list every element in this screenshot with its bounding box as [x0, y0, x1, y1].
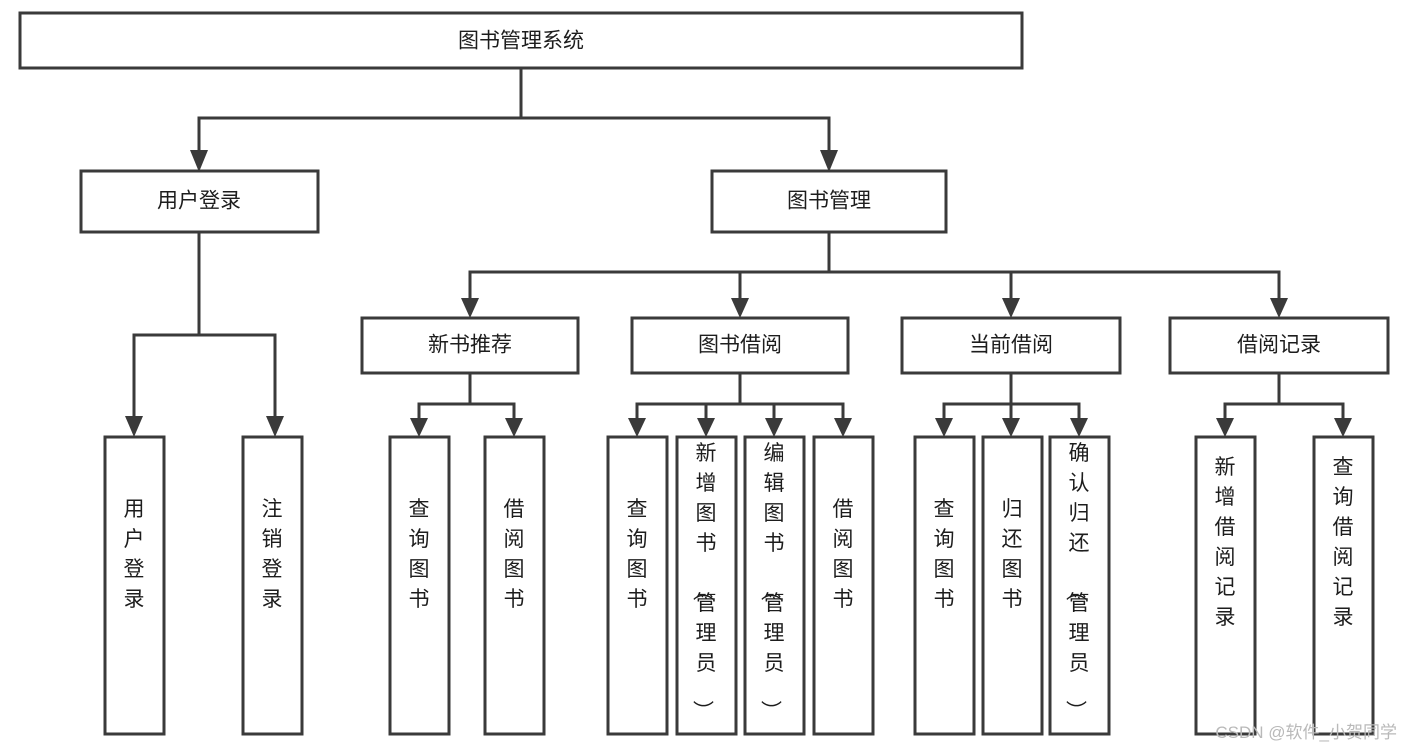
- node-book-borrow[interactable]: 图书借阅: [630, 316, 850, 375]
- node-leaf-add-record-box[interactable]: [1194, 435, 1257, 736]
- node-book-manage-box[interactable]: [710, 169, 948, 234]
- node-leaf-edit-book[interactable]: 编辑图书（管理员）: [743, 435, 806, 736]
- arrowhead-icon: [410, 418, 428, 437]
- node-user-login-box[interactable]: [79, 169, 320, 234]
- edge-userlogin-to-leaves: [132, 230, 277, 420]
- node-leaf-query-book-1-box[interactable]: [388, 435, 451, 736]
- edge-group-bookmanage-to-level3: [461, 230, 1288, 318]
- node-leaf-add-record[interactable]: 新增借阅记录: [1194, 435, 1257, 736]
- node-new-book-rec[interactable]: 新书推荐: [360, 316, 580, 375]
- node-current-borrow-label: 当前借阅: [969, 334, 1053, 357]
- node-user-login-label: 用户登录: [157, 190, 241, 213]
- arrowhead-icon: [266, 416, 284, 437]
- edge-group-root-to-level2: [190, 66, 838, 172]
- node-leaf-user-login-box[interactable]: [103, 435, 166, 736]
- node-leaf-confirm-return-label: 确认归还（管理员）: [1064, 442, 1090, 721]
- node-leaf-return-book-label: 归还图书: [1002, 498, 1023, 611]
- node-leaf-confirm-return[interactable]: 确认归还（管理员）: [1048, 435, 1111, 736]
- node-leaf-confirm-return-box[interactable]: [1048, 435, 1111, 736]
- node-leaf-add-book-label: 新增图书（管理员）: [691, 442, 717, 721]
- node-leaf-borrow-book-2[interactable]: 借阅图书: [812, 435, 875, 736]
- edge-group-userlogin-to-leaves: [125, 230, 284, 437]
- node-leaf-logout-box[interactable]: [241, 435, 304, 736]
- node-leaf-logout[interactable]: 注销登录: [241, 435, 304, 736]
- node-leaf-borrow-book-1[interactable]: 借阅图书: [483, 435, 546, 736]
- arrowhead-icon: [1270, 298, 1288, 318]
- edge-group-newbook-to-leaves: [410, 371, 523, 437]
- node-leaf-borrow-book-2-box[interactable]: [812, 435, 875, 736]
- node-leaf-edit-book-box[interactable]: [743, 435, 806, 736]
- node-leaf-query-book-3-label: 查询图书: [934, 498, 955, 611]
- node-book-manage[interactable]: 图书管理: [710, 169, 948, 234]
- arrowhead-icon: [935, 418, 953, 437]
- arrowhead-icon: [190, 150, 208, 172]
- node-root-box[interactable]: [18, 11, 1024, 70]
- node-leaf-user-login[interactable]: 用户登录: [103, 435, 166, 736]
- edge-group-bookborrow-to-leaves: [628, 371, 852, 437]
- arrowhead-icon: [1334, 418, 1352, 437]
- node-leaf-borrow-book-1-label: 借阅图书: [504, 498, 525, 611]
- node-leaf-query-book-2-box[interactable]: [606, 435, 669, 736]
- arrowhead-icon: [1216, 418, 1234, 437]
- node-leaf-query-book-1[interactable]: 查询图书: [388, 435, 451, 736]
- node-book-borrow-label: 图书借阅: [698, 334, 782, 357]
- arrowhead-icon: [765, 418, 783, 437]
- node-leaf-borrow-book-1-box[interactable]: [483, 435, 546, 736]
- edge-root-to-level2: [197, 66, 831, 154]
- node-leaf-add-book-box[interactable]: [675, 435, 738, 736]
- edge-bookmanage-to-level3: [468, 230, 1281, 302]
- node-leaf-query-record[interactable]: 查询借阅记录: [1312, 435, 1375, 736]
- node-borrow-record-box[interactable]: [1168, 316, 1390, 375]
- edge-borrowrecord-to-leaves: [1223, 371, 1345, 422]
- arrowhead-icon: [461, 298, 479, 318]
- node-leaf-borrow-book-2-label: 借阅图书: [833, 498, 854, 611]
- arrowhead-icon: [628, 418, 646, 437]
- node-user-login[interactable]: 用户登录: [79, 169, 320, 234]
- node-leaf-add-book[interactable]: 新增图书（管理员）: [675, 435, 738, 736]
- csdn-watermark: CSDN @软件_小贺同学: [1215, 723, 1397, 742]
- arrowhead-icon: [1002, 418, 1020, 437]
- arrowhead-icon: [834, 418, 852, 437]
- arrowhead-icon: [1002, 298, 1020, 318]
- node-leaf-query-book-2[interactable]: 查询图书: [606, 435, 669, 736]
- node-current-borrow[interactable]: 当前借阅: [900, 316, 1122, 375]
- node-borrow-record[interactable]: 借阅记录: [1168, 316, 1390, 375]
- node-leaf-return-book-box[interactable]: [981, 435, 1044, 736]
- node-borrow-record-label: 借阅记录: [1237, 334, 1321, 357]
- arrowhead-icon: [505, 418, 523, 437]
- node-root[interactable]: 图书管理系统: [18, 11, 1024, 70]
- node-leaf-query-book-1-label: 查询图书: [409, 498, 430, 611]
- node-leaf-user-login-label: 用户登录: [124, 498, 145, 611]
- arrowhead-icon: [1070, 418, 1088, 437]
- node-new-book-rec-label: 新书推荐: [428, 334, 512, 357]
- arrowhead-icon: [125, 416, 143, 437]
- node-leaf-query-book-3[interactable]: 查询图书: [913, 435, 976, 736]
- node-book-borrow-box[interactable]: [630, 316, 850, 375]
- node-leaf-query-book-3-box[interactable]: [913, 435, 976, 736]
- edge-newbook-to-leaves: [417, 371, 516, 422]
- node-root-label: 图书管理系统: [458, 30, 584, 53]
- arrowhead-icon: [731, 298, 749, 318]
- node-leaf-edit-book-label: 编辑图书（管理员）: [759, 442, 785, 721]
- node-leaf-query-record-box[interactable]: [1312, 435, 1375, 736]
- node-book-manage-label: 图书管理: [787, 190, 871, 213]
- edge-bookborrow-to-leaves: [635, 371, 845, 422]
- node-leaf-logout-label: 注销登录: [262, 498, 283, 611]
- node-leaf-add-record-label: 新增借阅记录: [1215, 456, 1236, 629]
- node-leaf-query-record-label: 查询借阅记录: [1333, 456, 1354, 629]
- node-leaf-return-book[interactable]: 归还图书: [981, 435, 1044, 736]
- edge-group-borrowrecord-to-leaves: [1216, 371, 1352, 437]
- node-new-book-rec-box[interactable]: [360, 316, 580, 375]
- edge-currentborrow-to-leaves: [942, 371, 1081, 422]
- node-leaf-query-book-2-label: 查询图书: [627, 498, 648, 611]
- edge-group-currentborrow-to-leaves: [935, 371, 1088, 437]
- arrowhead-icon: [820, 150, 838, 172]
- arrowhead-icon: [697, 418, 715, 437]
- node-current-borrow-box[interactable]: [900, 316, 1122, 375]
